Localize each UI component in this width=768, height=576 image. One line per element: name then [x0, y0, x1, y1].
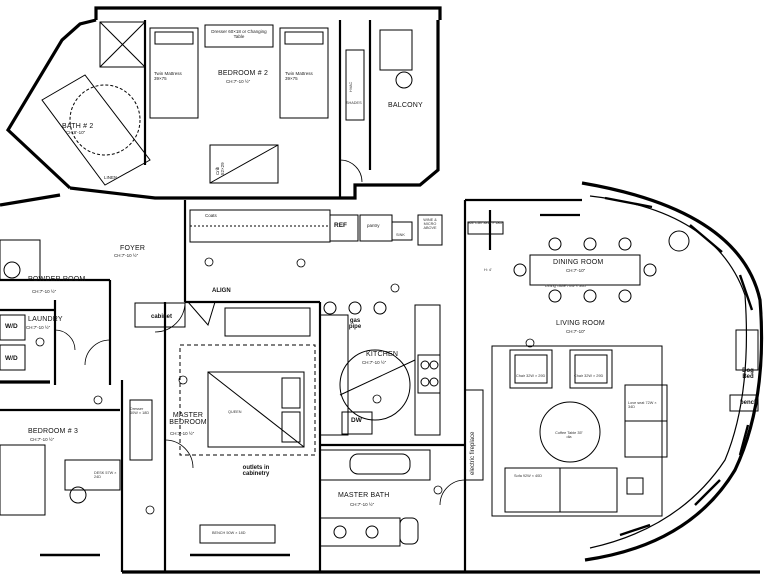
laundry-ceiling: CH:7'-10 ½" [26, 325, 51, 330]
exterior-walls [0, 6, 764, 574]
laundry-title: LAUNDRY [28, 316, 63, 323]
align-label: ALIGN [212, 288, 231, 294]
coats-label: Coats [205, 213, 217, 218]
love-seat-label: Love seat 72W × 34D [628, 401, 657, 409]
outlets-label: outlets in cabinetry [242, 465, 270, 477]
hvac-label: HVAC [349, 81, 353, 92]
queen-label: QUEEN [228, 410, 242, 414]
dresser-label: Dresser 60×18 or Changing Table [211, 29, 267, 39]
fireplace-label: electric fireplace [470, 431, 476, 475]
dining-ceiling: CH:7'-10" [566, 268, 586, 273]
kitchen-title: KITCHEN [366, 351, 399, 358]
bath2-title: BATH # 2 [62, 123, 94, 130]
pantry-label: pantry [367, 223, 380, 228]
interior-walls [0, 20, 582, 572]
powder-ceiling: CH:7'-10 ½" [32, 289, 57, 294]
gas-pipe-label: gas pipe [348, 318, 362, 330]
bath2-ceiling: CH:8'-10" [66, 130, 86, 135]
h-tag-label: H: 4' [484, 268, 492, 272]
wd-bottom-label: W/D [5, 355, 18, 362]
wine-micro-label: WINE & MICRO ABOVE [423, 218, 437, 230]
bedroom2-ceiling: CH:7'-10 ½" [226, 79, 251, 84]
shades-label: SHADES [346, 101, 362, 105]
master-bath-ceiling: CH:7'-10 ½" [350, 502, 375, 507]
ref-label: REF [334, 222, 347, 229]
balcony-label: BALCONY [388, 102, 423, 109]
wd-top-label: W/D [5, 323, 18, 330]
bedroom3-title: BEDROOM # 3 [28, 428, 79, 435]
dog-bed-label: Dog Bed [742, 368, 754, 380]
coffee-table-label: Coffee Table 35" dia [555, 431, 583, 439]
twin-mattress-right: Twin Mattress 39×75 [285, 71, 313, 81]
bar-cart-label: Bar Cart 38W × 18D [468, 221, 503, 225]
kitchen-ceiling: CH:7'-10 ½" [362, 360, 387, 365]
twin-mattress-left: Twin Mattress 39×75 [154, 71, 182, 81]
living-ceiling: CH:7'-10" [566, 329, 586, 334]
bedroom2-title: BEDROOM # 2 [218, 70, 269, 77]
master-bedroom-ceiling: CH:7'-10 ½" [170, 431, 195, 436]
crib-label: Crib 52×29 [215, 162, 225, 175]
bedroom3-ceiling: CH:7'-10 ½" [30, 437, 55, 442]
chair-right-label: Chair 32W × 29D [574, 374, 604, 378]
dresser-master-label: Dresser 60W × 18D [130, 407, 150, 415]
bench-master-label: BENCH 50W × 18D [212, 531, 246, 535]
chair-left-label: Chair 32W × 29D [516, 374, 546, 378]
bench-lr-label: bench [740, 400, 758, 406]
dining-table-label: Dining Table 70W × 30D [545, 284, 586, 288]
desk-label: DESK 57W × 24D [94, 471, 117, 479]
powder-title: POWDER ROOM [28, 276, 86, 283]
living-title: LIVING ROOM [556, 320, 605, 327]
dw-label: DW [351, 417, 362, 424]
linen-label: LINEN [104, 175, 118, 180]
foyer-title: FOYER [120, 245, 146, 252]
foyer-ceiling: CH:7'-10 ½" [114, 253, 139, 258]
master-bedroom-title: MASTER BEDROOM [169, 412, 207, 426]
cabinet-label: cabinet [151, 314, 173, 320]
sofa-label: Sofa 92W × 40D [514, 474, 542, 478]
master-bath-title: MASTER BATH [338, 492, 390, 499]
dining-title: DINING ROOM [553, 259, 604, 266]
sink-label: SINK [396, 233, 405, 237]
